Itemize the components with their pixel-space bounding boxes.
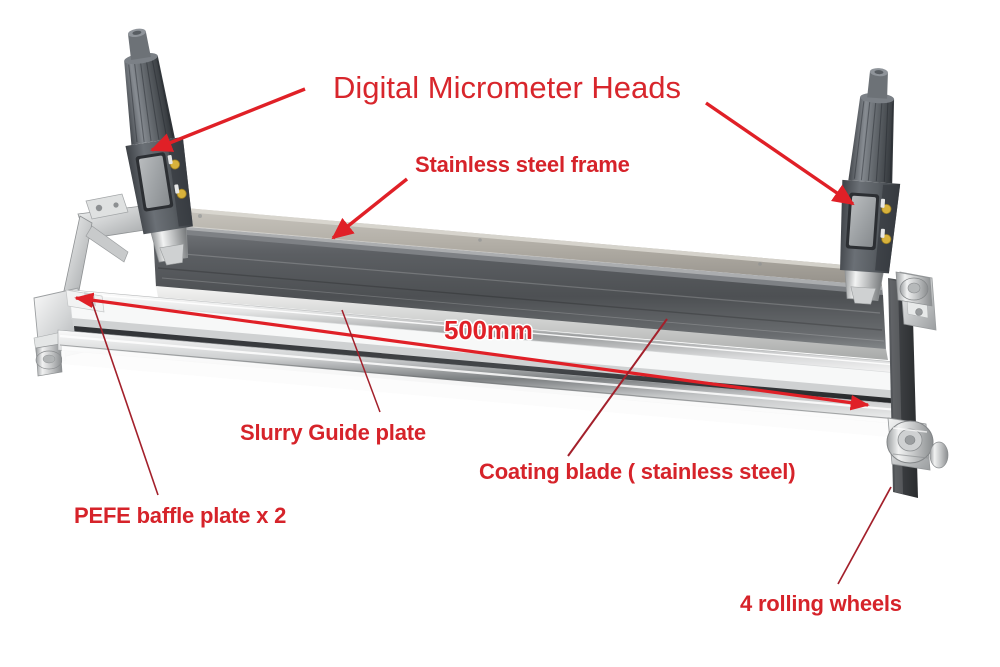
micrometer-button-left-upper	[169, 159, 180, 170]
label-rolling-wheels: 4 rolling wheels	[740, 591, 902, 616]
label-coating-blade: Coating blade ( stainless steel)	[479, 459, 796, 484]
label-slurry-guide-plate: Slurry Guide plate	[240, 420, 426, 445]
label-digital-micrometer-heads: Digital Micrometer Heads	[333, 70, 681, 105]
right-end-bracket	[886, 271, 949, 498]
label-pefe-baffle-plate: PEFE baffle plate x 2	[74, 503, 287, 528]
digital-micrometer-head-left	[124, 28, 193, 266]
rolling-wheel-rear-right	[929, 441, 949, 469]
rolling-wheel-lower-right	[886, 417, 934, 471]
label-dimension-500mm: 500mm	[444, 315, 533, 345]
frame-fasteners	[198, 214, 762, 266]
micrometer-button-left-lower	[176, 188, 187, 199]
rolling-wheel-upper-right	[895, 271, 933, 307]
digital-micrometer-head-right	[840, 68, 901, 305]
label-stainless-steel-frame: Stainless steel frame	[415, 152, 630, 177]
